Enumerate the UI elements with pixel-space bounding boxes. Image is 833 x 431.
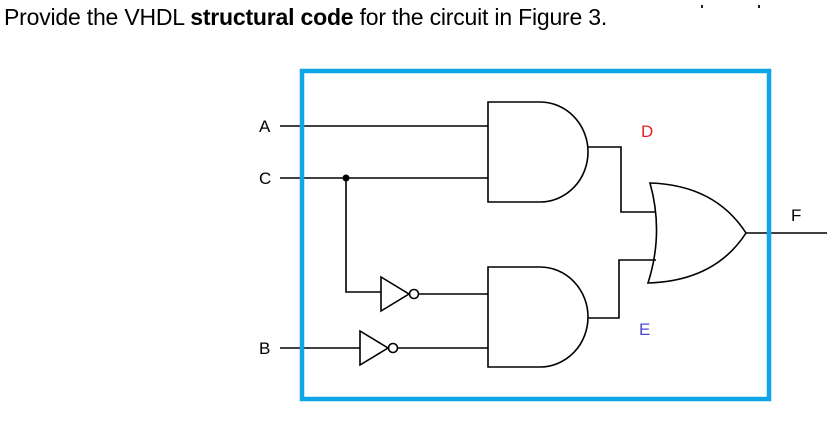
wire-c-branch [345,178,381,293]
not-gate-c [380,275,411,313]
question-suffix: for the circuit in Figure 3. [353,4,608,30]
not-gate-b-bubble [387,342,399,354]
label-input-b: B [259,339,270,358]
module-boundary [299,68,772,402]
not-gate-b [359,329,390,367]
wire-d [588,146,656,213]
question-bold: structural code [190,4,354,30]
label-input-c: C [259,169,271,188]
label-signal-e: E [639,320,650,339]
label-signal-d: D [641,122,653,141]
stray-mark [758,5,760,8]
and-gate-d [487,101,589,203]
junction-dot [342,174,350,182]
not-gate-c-bubble [408,288,420,300]
label-input-a: A [259,117,271,136]
question-text: Provide the VHDL structural code for the… [4,4,607,31]
stray-mark [701,5,703,8]
label-output-f: F [791,206,801,225]
or-gate-f [646,182,747,284]
question-prefix: Provide the VHDL [4,4,191,30]
and-gate-e [487,266,589,368]
wire-e [588,259,656,319]
